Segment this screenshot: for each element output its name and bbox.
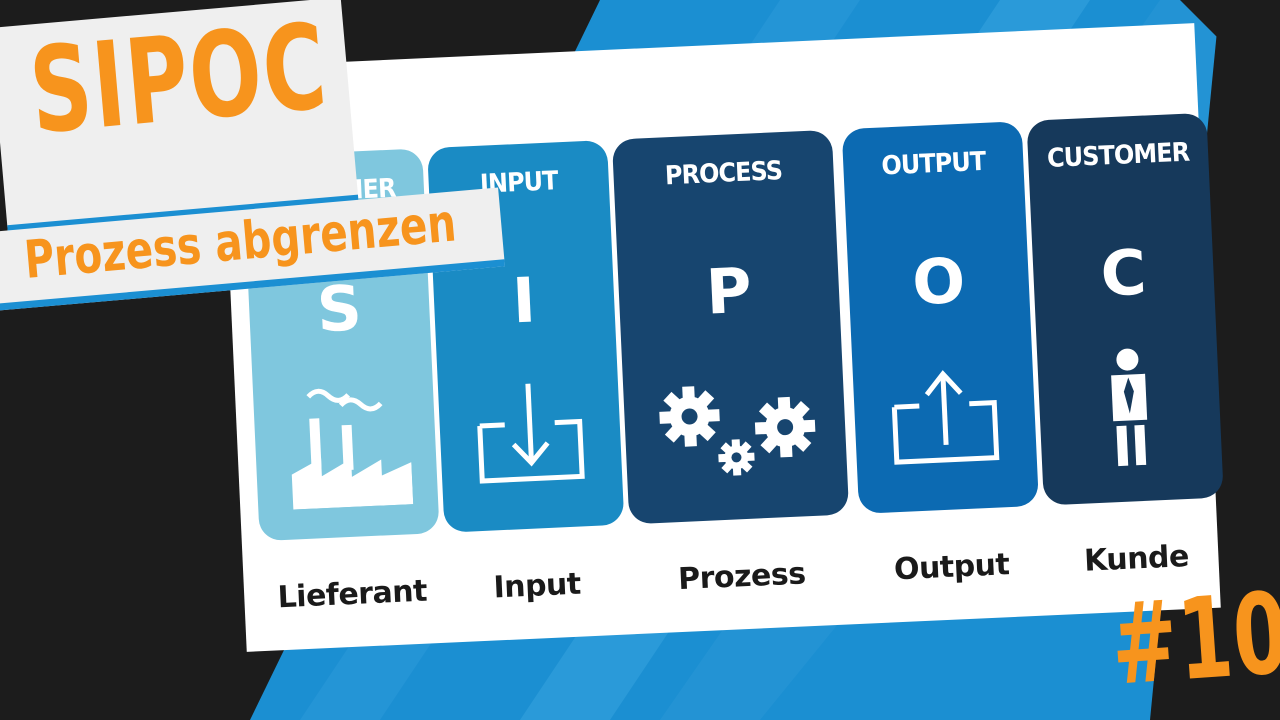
sipoc-diagram-card: SUPPLIER S INPUT I PROCESS P — [220, 23, 1224, 652]
customer-column: CUSTOMER C — [1026, 112, 1224, 506]
supplier-column: SUPPLIER S — [242, 148, 440, 542]
title-banner: SIPOC — [0, 0, 359, 233]
gears-icon — [659, 386, 816, 476]
process-label: Prozess — [677, 556, 807, 598]
output-letter: O — [910, 243, 967, 320]
customer-letter: C — [1099, 235, 1148, 311]
factory-icon — [291, 388, 414, 510]
person-icon — [1111, 348, 1148, 467]
episode-number: #10 — [1107, 568, 1280, 711]
supplier-label: Lieferant — [276, 573, 428, 616]
process-column: PROCESS P — [611, 129, 850, 525]
output-heading: OUTPUT — [880, 146, 986, 182]
page-title: SIPOC — [24, 0, 333, 161]
input-column: INPUT I — [427, 139, 625, 533]
outbox-arrow-up-icon — [891, 370, 1000, 465]
customer-heading: CUSTOMER — [1046, 137, 1190, 174]
input-letter: I — [510, 263, 538, 338]
process-heading: PROCESS — [664, 156, 783, 192]
inbox-arrow-down-icon — [477, 383, 585, 484]
output-label: Output — [893, 547, 1011, 588]
process-letter: P — [704, 253, 754, 329]
output-column: OUTPUT O — [841, 121, 1039, 514]
input-label: Input — [492, 566, 582, 606]
